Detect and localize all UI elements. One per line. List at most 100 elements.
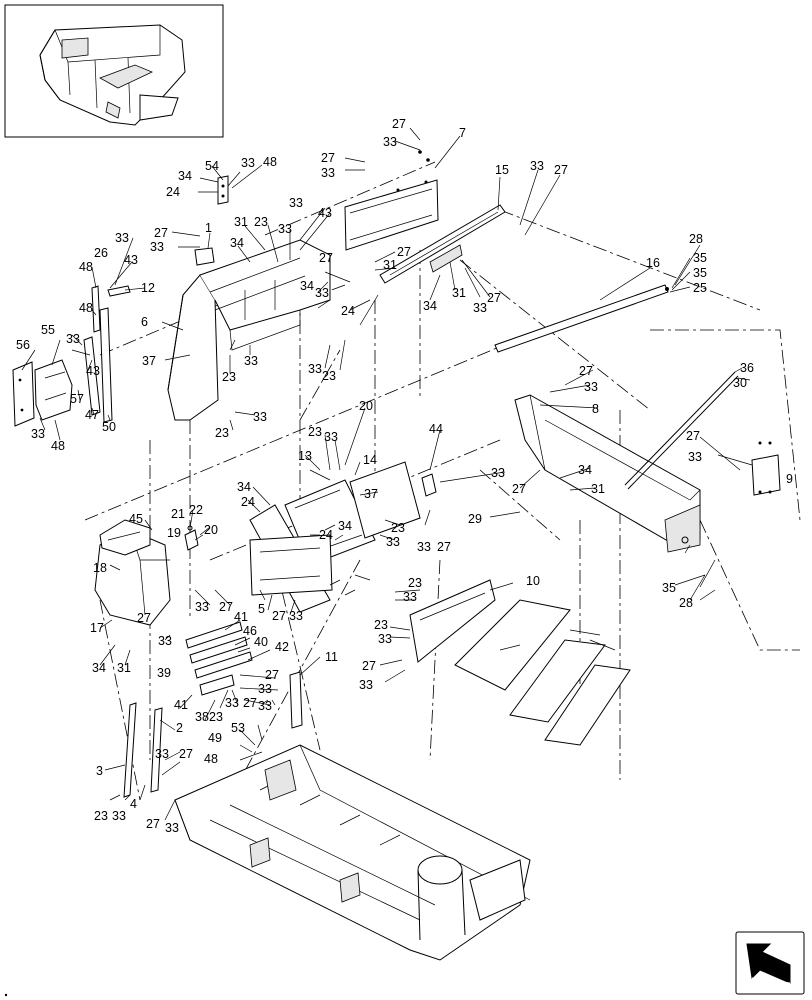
callouts: 27 33 7 27 33 54 33 48 34 24 15 33 27 33… bbox=[16, 117, 793, 835]
callout-label: 1 bbox=[205, 221, 212, 235]
callout-label: 33 bbox=[383, 135, 397, 149]
callout-label: 27 bbox=[146, 817, 160, 831]
callout-label: 23 bbox=[308, 425, 322, 439]
part-10-panel bbox=[409, 579, 496, 663]
callout-label: 27 bbox=[243, 696, 257, 710]
part-7-top-panel bbox=[344, 150, 439, 251]
navigation-arrow-icon[interactable] bbox=[735, 931, 805, 995]
callout-label: 23 bbox=[322, 369, 336, 383]
callout-label: 34 bbox=[92, 661, 106, 675]
callout-label: 33 bbox=[324, 430, 338, 444]
callout-label: 33 bbox=[195, 600, 209, 614]
alignment-lines bbox=[84, 161, 801, 801]
part-26-48-strip bbox=[91, 285, 101, 333]
part-45-cover bbox=[99, 519, 151, 556]
callout-label: 23 bbox=[222, 370, 236, 384]
callout-label: 39 bbox=[157, 666, 171, 680]
callout-label: 33 bbox=[258, 699, 272, 713]
callout-label: 21 bbox=[171, 507, 185, 521]
part-3-rail bbox=[123, 702, 137, 798]
part-19-20-21-22-fitting bbox=[184, 525, 199, 551]
callout-label: 33 bbox=[308, 362, 322, 376]
callout-label: 25 bbox=[693, 281, 707, 295]
callout-label: 48 bbox=[79, 301, 93, 315]
part-8-frame bbox=[514, 394, 701, 553]
callout-label: 27 bbox=[554, 163, 568, 177]
floor-panel-center bbox=[454, 599, 571, 691]
callout-label: 55 bbox=[41, 323, 55, 337]
callout-label: 37 bbox=[142, 354, 156, 368]
callout-label: 23 bbox=[94, 809, 108, 823]
callout-label: 33 bbox=[289, 609, 303, 623]
callout-label: 3 bbox=[96, 764, 103, 778]
callout-label: 49 bbox=[208, 731, 222, 745]
strip-group-39-42 bbox=[185, 621, 253, 696]
thumbnail-frame bbox=[4, 4, 224, 138]
callout-label: 31 bbox=[591, 482, 605, 496]
callout-label: 22 bbox=[189, 503, 203, 517]
callout-label: 23 bbox=[391, 521, 405, 535]
callout-label: 33 bbox=[473, 301, 487, 315]
callout-label: 33 bbox=[321, 166, 335, 180]
callout-label: 35 bbox=[662, 581, 676, 595]
part-4-rail bbox=[150, 707, 163, 793]
callout-label: 43 bbox=[124, 253, 138, 267]
callout-label: 33 bbox=[115, 231, 129, 245]
callout-label: 56 bbox=[16, 338, 30, 352]
callout-label: 28 bbox=[689, 232, 703, 246]
callout-label: 33 bbox=[112, 809, 126, 823]
callout-label: 42 bbox=[275, 640, 289, 654]
callout-label: 31 bbox=[383, 258, 397, 272]
callout-label: 34 bbox=[423, 299, 437, 313]
part-5-panel bbox=[249, 504, 333, 613]
callout-label: 31 bbox=[234, 215, 248, 229]
callout-label: 33 bbox=[386, 535, 400, 549]
callout-label: 15 bbox=[495, 163, 509, 177]
callout-label: 10 bbox=[526, 574, 540, 588]
callout-label: 30 bbox=[733, 376, 747, 390]
callout-label: 9 bbox=[786, 472, 793, 486]
callout-label: 12 bbox=[141, 281, 155, 295]
part-15-angle-bar bbox=[379, 204, 506, 284]
part-50-strip bbox=[99, 307, 113, 423]
callout-label: 18 bbox=[93, 561, 107, 575]
part-1-bracket bbox=[194, 247, 215, 266]
callout-label: 41 bbox=[234, 610, 248, 624]
callout-label: 44 bbox=[429, 422, 443, 436]
callout-label: 4 bbox=[130, 797, 137, 811]
callout-label: 33 bbox=[315, 286, 329, 300]
callout-label: 54 bbox=[205, 159, 219, 173]
callout-label: 27 bbox=[512, 482, 526, 496]
callout-label: 33 bbox=[359, 678, 373, 692]
callout-label: 27 bbox=[272, 609, 286, 623]
callout-label: 16 bbox=[646, 256, 660, 270]
callout-label: 35 bbox=[693, 251, 707, 265]
locator-thumbnail bbox=[4, 4, 224, 138]
callout-label: 33 bbox=[530, 159, 544, 173]
callout-label: 27 bbox=[219, 600, 233, 614]
callout-label: 27 bbox=[686, 429, 700, 443]
callout-label: 34 bbox=[300, 279, 314, 293]
callout-label: 33 bbox=[241, 156, 255, 170]
callout-label: 23 bbox=[254, 215, 268, 229]
callout-label: 35 bbox=[693, 266, 707, 280]
callout-label: 24 bbox=[241, 495, 255, 509]
callout-label: 28 bbox=[679, 596, 693, 610]
callout-label: 23 bbox=[215, 426, 229, 440]
callout-label: 13 bbox=[298, 449, 312, 463]
callout-label: 24 bbox=[166, 185, 180, 199]
part-12-strip bbox=[107, 285, 131, 297]
callout-label: 47 bbox=[85, 408, 99, 422]
callout-label: 14 bbox=[363, 453, 377, 467]
callout-label: 5 bbox=[258, 602, 265, 616]
callout-label: 38 bbox=[195, 710, 209, 724]
callout-label: 7 bbox=[459, 126, 466, 140]
part-30-rod bbox=[624, 371, 739, 490]
callout-label: 20 bbox=[359, 399, 373, 413]
callout-label: 33 bbox=[155, 747, 169, 761]
leader-lines bbox=[21, 127, 753, 821]
callout-label: 27 bbox=[179, 747, 193, 761]
callout-label: 48 bbox=[79, 260, 93, 274]
